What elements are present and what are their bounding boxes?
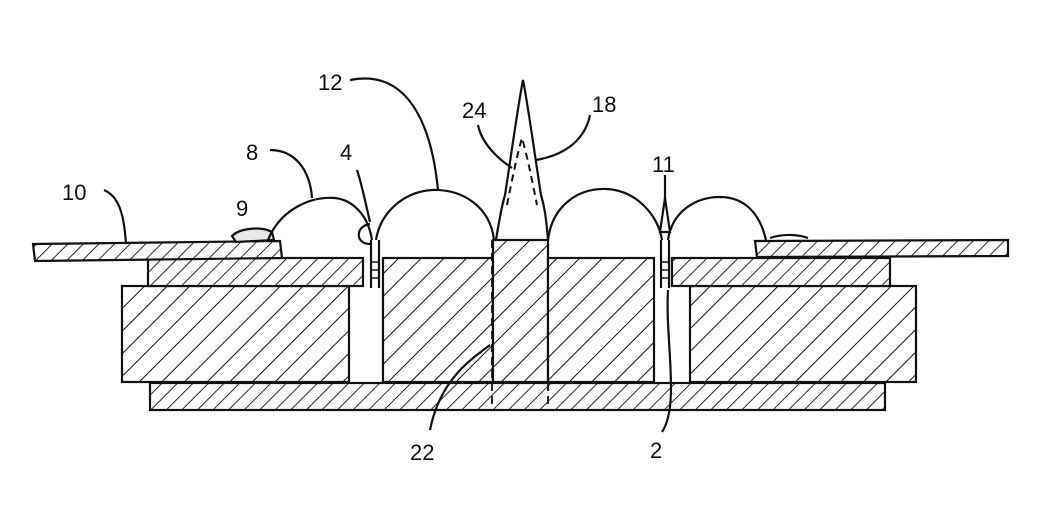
leader-12 <box>349 77 440 191</box>
upper-plate-right <box>670 256 892 288</box>
label-11: 11 <box>652 152 675 177</box>
label-12: 12 <box>318 70 342 95</box>
label-9: 9 <box>236 196 248 221</box>
slit-right <box>659 240 671 288</box>
contact-4 <box>357 222 371 246</box>
pin-18 <box>494 79 550 241</box>
leader-2 <box>661 289 673 433</box>
label-24: 24 <box>462 98 486 123</box>
leader-24 <box>476 124 513 169</box>
base-plate <box>148 381 887 412</box>
top-sheet-left <box>31 239 284 263</box>
block-left <box>120 284 351 384</box>
dome-1 <box>266 196 374 241</box>
element-9-right <box>769 233 809 240</box>
upper-plate-left <box>146 256 365 288</box>
leader-4 <box>355 169 372 223</box>
block-right <box>688 284 918 384</box>
leader-8 <box>269 148 314 199</box>
label-10: 10 <box>62 180 86 205</box>
spike-11 <box>658 197 672 234</box>
pin-inner-24 <box>506 134 538 206</box>
dome-2 <box>374 188 496 241</box>
label-2: 2 <box>650 438 662 463</box>
label-4: 4 <box>340 140 352 165</box>
dome-3 <box>546 187 664 241</box>
leader-18 <box>535 114 592 162</box>
block-center <box>491 238 550 384</box>
slit-left <box>369 240 381 288</box>
element-9 <box>230 227 276 244</box>
label-18: 18 <box>592 92 616 117</box>
leader-10 <box>103 188 128 245</box>
block-center-right <box>546 256 656 384</box>
leader-22 <box>428 344 491 431</box>
dome-4 <box>666 195 768 241</box>
label-8: 8 <box>246 140 258 165</box>
label-22: 22 <box>410 440 434 465</box>
top-sheet-right <box>753 238 1010 259</box>
block-center-left <box>381 256 495 384</box>
